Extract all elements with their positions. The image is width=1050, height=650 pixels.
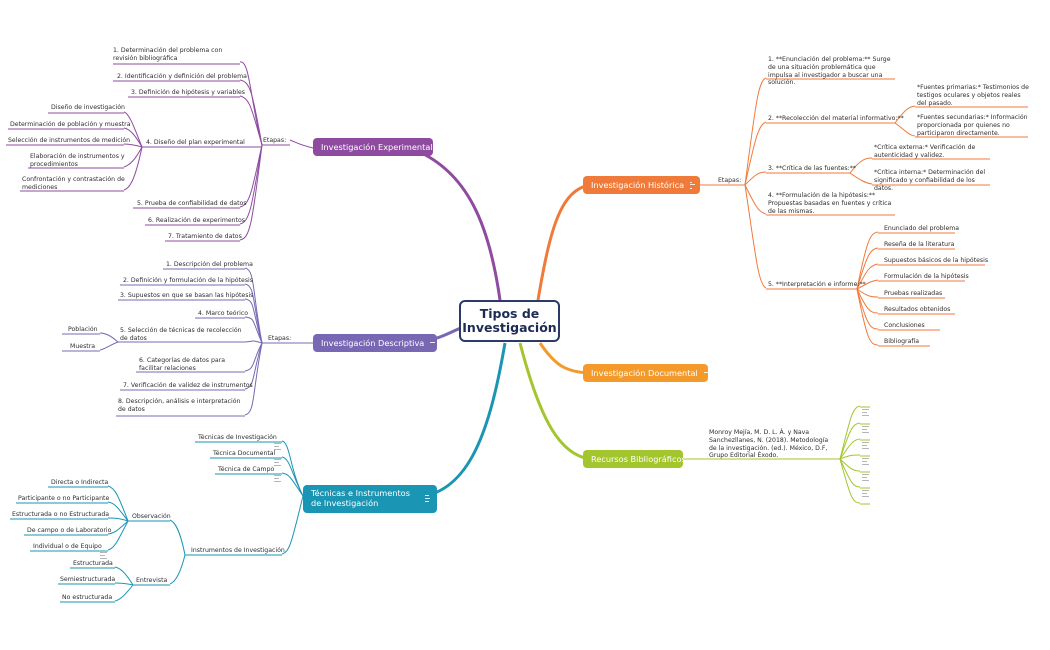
- tecnicas-observacion[interactable]: Observación: [132, 513, 171, 520]
- topic-historica-label: Investigación Histórica: [591, 180, 685, 190]
- descriptiva-step-8[interactable]: 8. Descripción, análisis e interpretació…: [118, 398, 241, 413]
- notes-icon: [274, 435, 281, 450]
- tecnicas-entrevista[interactable]: Entrevista: [136, 577, 168, 584]
- historica-step-2[interactable]: 2. **Recolección del material informativ…: [768, 115, 904, 122]
- historica-step5-sub-2[interactable]: Reseña de la literatura: [884, 241, 955, 248]
- tecnicas-item-3[interactable]: Técnica de Campo: [218, 466, 275, 473]
- observacion-sub-4[interactable]: De campo o de Laboratorio: [27, 527, 112, 534]
- historica-step5-sub-6[interactable]: Resultados obtenidos: [884, 306, 951, 313]
- descriptiva-step-2[interactable]: 2. Definición y formulación de la hipóte…: [123, 277, 253, 284]
- topic-recursos-label: Recursos Bibliográficos: [591, 454, 686, 464]
- notes-icon: [100, 544, 107, 559]
- historica-step2-sub-1[interactable]: *Fuentes primarias:* Testimonios de test…: [917, 84, 1029, 107]
- topic-documental[interactable]: Investigación Documental: [583, 364, 709, 382]
- observacion-sub-1[interactable]: Directa o Indirecta: [51, 479, 109, 486]
- notes-icon: [690, 181, 695, 189]
- descriptiva-step-5[interactable]: 5. Selección de técnicas de recolección …: [120, 327, 242, 342]
- historica-step3-sub-1[interactable]: *Crítica externa:* Verificación de auten…: [874, 144, 976, 159]
- descriptiva-etapas[interactable]: Etapas:: [268, 335, 292, 342]
- experimental-step-3[interactable]: 3. Definición de hipótesis y variables: [131, 89, 246, 96]
- seleccion-sub-poblacion[interactable]: Población: [68, 326, 98, 333]
- experimental-step-7[interactable]: 7. Tratamiento de datos: [168, 233, 242, 240]
- historica-step5-sub-4[interactable]: Formulación de la hipótesis: [884, 273, 969, 280]
- descriptiva-step-6[interactable]: 6. Categorías de datos para facilitar re…: [139, 357, 226, 372]
- plan-sub-2[interactable]: Determinación de población y muestra: [10, 121, 131, 128]
- topic-experimental[interactable]: Investigación Experimental: [313, 138, 444, 156]
- historica-step-5[interactable]: 5. **Interpretación e informe:**: [768, 281, 866, 288]
- historica-step5-sub-1[interactable]: Enunciado del problema: [884, 225, 960, 232]
- central-topic[interactable]: Tipos de Investigación: [459, 300, 560, 342]
- plan-sub-4[interactable]: Elaboración de instrumentos y procedimie…: [30, 153, 125, 168]
- historica-step-3[interactable]: 3. **Crítica de las fuentes:**: [768, 165, 856, 172]
- recursos-reference[interactable]: Monroy Mejía, M. D. L. Á. y Nava Sanchez…: [709, 429, 829, 460]
- observacion-sub-5[interactable]: Individual o de Equipo: [33, 543, 102, 550]
- notes-icon: [274, 451, 281, 466]
- entrevista-sub-2[interactable]: Semiestructurada: [60, 576, 116, 583]
- historica-step5-sub-3[interactable]: Supuestos básicos de la hipótesis: [884, 257, 989, 264]
- observacion-sub-2[interactable]: Participante o no Participante: [18, 495, 110, 502]
- topic-experimental-label: Investigación Experimental: [321, 142, 433, 152]
- descriptiva-step-1[interactable]: 1. Descripción del problema: [166, 261, 253, 268]
- entrevista-sub-3[interactable]: No estructurada: [62, 594, 113, 601]
- plan-sub-5[interactable]: Confrontación y contrastación de medicio…: [22, 176, 125, 191]
- topic-tecnicas-label: Técnicas e Instrumentos de Investigación: [311, 488, 410, 508]
- observacion-sub-3[interactable]: Estructurada o no Estructurada: [12, 511, 110, 518]
- central-title-line2: Investigación: [462, 320, 557, 335]
- plan-sub-1[interactable]: Diseño de investigación: [51, 104, 125, 111]
- descriptiva-step-7[interactable]: 7. Verificación de validez de instrument…: [123, 382, 253, 389]
- notes-icon: [862, 450, 869, 465]
- historica-step5-sub-7[interactable]: Conclusiones: [884, 322, 925, 329]
- tecnicas-item-1[interactable]: Técnicas de Investigación: [198, 434, 277, 441]
- descriptiva-step-3[interactable]: 3. Supuestos en que se basan las hipótes…: [120, 292, 254, 299]
- plan-sub-3[interactable]: Selección de instrumentos de medición: [8, 137, 131, 144]
- tecnicas-item-2[interactable]: Técnica Documental: [213, 450, 276, 457]
- notes-icon: [862, 482, 869, 497]
- topic-descriptiva-label: Investigación Descriptiva: [321, 338, 425, 348]
- historica-step-1[interactable]: 1. **Enunciación del problema:** Surge d…: [768, 56, 891, 87]
- historica-step5-sub-5[interactable]: Pruebas realizadas: [884, 290, 943, 297]
- notes-icon: [862, 418, 869, 433]
- notes-icon: [862, 466, 869, 481]
- historica-step3-sub-2[interactable]: *Crítica interna:* Determinación del sig…: [874, 169, 986, 192]
- tecnicas-instrumentos[interactable]: Instrumentos de Investigación: [191, 547, 285, 554]
- topic-descriptiva[interactable]: Investigación Descriptiva: [313, 334, 437, 352]
- seleccion-sub-muestra[interactable]: Muestra: [70, 343, 96, 350]
- experimental-step-2[interactable]: 2. Identificación y definición del probl…: [117, 73, 247, 80]
- historica-step5-sub-8[interactable]: Bibliografía: [884, 338, 920, 345]
- entrevista-sub-1[interactable]: Estructurada: [73, 560, 113, 567]
- notes-icon: [862, 434, 869, 449]
- topic-historica[interactable]: Investigación Histórica: [583, 176, 700, 194]
- topic-tecnicas[interactable]: Técnicas e Instrumentos de Investigación: [303, 485, 437, 513]
- notes-icon: [424, 495, 431, 503]
- experimental-step-1[interactable]: 1. Determinación del problema con revisi…: [113, 47, 223, 62]
- historica-step-4[interactable]: 4. **Formulación de la hipótesis:** Prop…: [768, 192, 892, 215]
- experimental-step-5[interactable]: 5. Prueba de confiabilidad de datos: [137, 200, 247, 207]
- historica-step2-sub-2[interactable]: *Fuentes secundarias:* Información propo…: [917, 114, 1028, 137]
- experimental-etapas[interactable]: Etapas:: [263, 137, 287, 144]
- notes-icon: [862, 401, 869, 416]
- notes-icon: [274, 467, 281, 482]
- descriptiva-step-4[interactable]: 4. Marco teórico: [198, 310, 249, 317]
- experimental-step-4[interactable]: 4. Diseño del plan experimental: [146, 139, 245, 146]
- central-title-line1: Tipos de: [479, 305, 540, 321]
- experimental-step-6[interactable]: 6. Realización de experimentos: [148, 217, 246, 224]
- historica-etapas[interactable]: Etapas:: [718, 177, 742, 184]
- topic-documental-label: Investigación Documental: [591, 368, 698, 378]
- topic-recursos[interactable]: Recursos Bibliográficos: [583, 450, 686, 468]
